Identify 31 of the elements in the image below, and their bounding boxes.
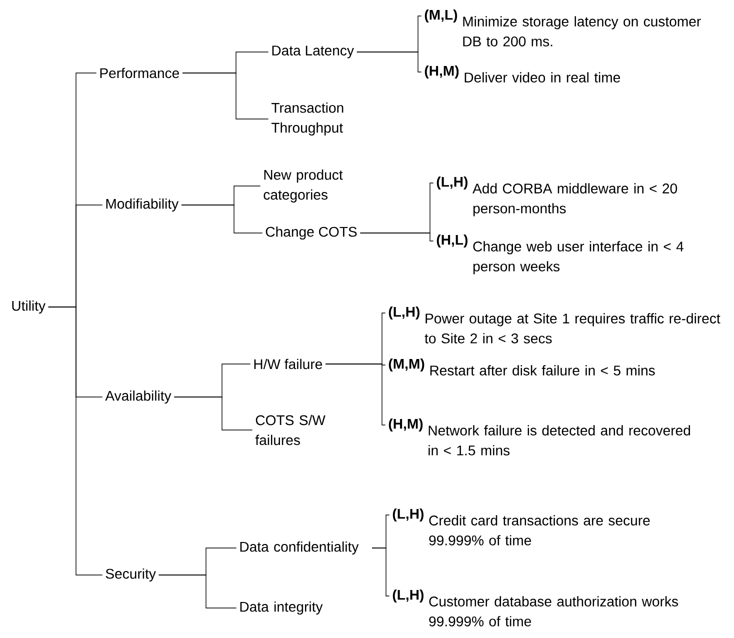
attribute-label: Data integrity [240,601,323,615]
attribute-label: Security [106,568,156,582]
scenario-text: (M,L) Minimize storage latency on customer DB to 200 ms. [424,9,701,46]
tree-connector [356,52,422,72]
scenario-text: (L,H) Credit card transactions are secure 99.999% of time [392,508,650,546]
tree-connector [158,574,237,608]
tree-connector [325,364,386,426]
scenario-text: (L,H) Customer database authorization works 99.999% of time [392,589,678,626]
tree-connector [372,548,390,596]
scenario-text: (M,M) Restart after disk failure in < 5 mins [388,358,655,376]
scenario-text: (L,H) Power outage at Site 1 requires traffic re-direct to Site 2 in < 3 secs [388,306,720,344]
attribute-label: H/W failure [254,358,322,370]
tree-connector [360,232,434,242]
scenario-text: (H,M) Deliver video in real time [424,65,620,82]
attribute-label: Transaction Throughput [272,102,344,136]
tree-connector [181,204,263,234]
attribute-label: COTS S/W failures [255,414,326,446]
attribute-label: Data confidentiality [240,541,359,555]
attribute-label: Data Latency [272,46,354,58]
scenario-text: (H,L) Change web user interface in < 4 person weeks [436,234,684,274]
tree-connector [182,72,269,120]
attribute-label: New product categories [264,170,343,202]
tree-connector [48,306,103,576]
tree-connector [174,396,253,430]
scenario-text: (L,H) Add CORBA middleware in < 20 person-months [436,176,678,216]
attribute-label: Change COTS [266,226,357,240]
attribute-label: Modifiability [106,198,179,212]
root-label: Utility [12,300,46,314]
attribute-label: Performance [100,68,180,78]
attribute-label: Availability [105,390,172,404]
scenario-text: (H,M) Network failure is detected and recovered in < 1.5 mins [388,418,690,456]
